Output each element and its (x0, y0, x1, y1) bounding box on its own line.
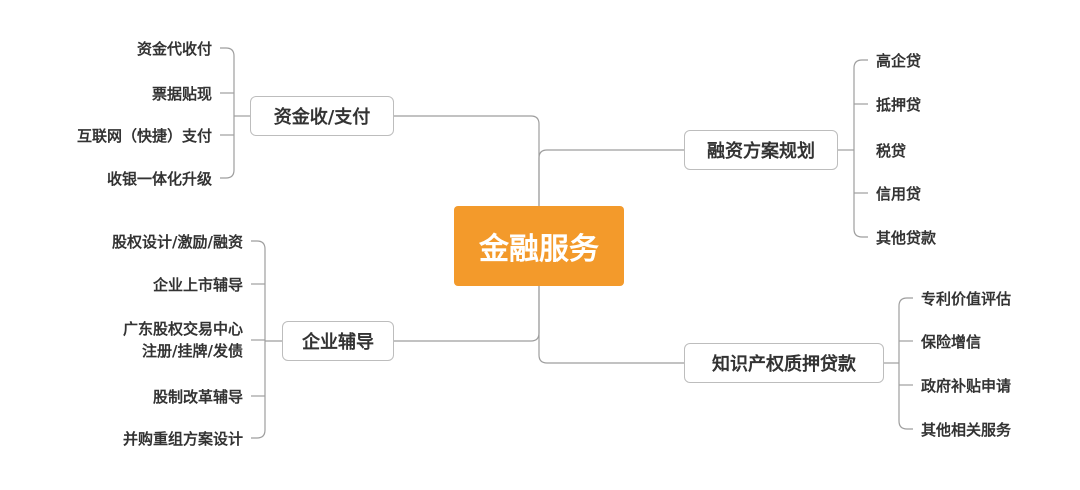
leaf-fund-1[interactable]: 资金代收付 (136, 39, 212, 58)
connector-ip-bracket (898, 297, 913, 430)
branch-enterprise-guidance[interactable]: 企业辅导 (282, 321, 394, 361)
leaf-guide-3-line-2: 注册/挂牌/发债 (142, 342, 243, 360)
root-node[interactable]: 金融服务 (454, 206, 624, 286)
branch-financing-plan[interactable]: 融资方案规划 (684, 130, 838, 170)
connector-root-guide (394, 286, 540, 342)
leaf-finance-2[interactable]: 抵押贷 (876, 95, 922, 114)
leaf-guide-3-line-1: 广东股权交易中心 (122, 320, 243, 338)
leaf-finance-3[interactable]: 税贷 (876, 141, 907, 160)
leaf-guide-5[interactable]: 并购重组方案设计 (122, 429, 243, 448)
leaf-ip-4[interactable]: 其他相关服务 (921, 420, 1012, 439)
leaf-ip-2[interactable]: 保险增信 (921, 332, 982, 351)
connector-finance-bracket (853, 59, 868, 238)
leaf-fund-2[interactable]: 票据贴现 (151, 84, 212, 103)
leaf-fund-3[interactable]: 互联网（快捷）支付 (76, 126, 212, 145)
leaf-ip-1[interactable]: 专利价值评估 (921, 289, 1012, 308)
connector-root-ip (538, 286, 684, 364)
connector-fund-bracket (220, 47, 235, 179)
branch-ip-pledge-loan[interactable]: 知识产权质押贷款 (684, 343, 884, 383)
leaf-finance-1[interactable]: 高企贷 (876, 51, 922, 70)
branch-fund-payment[interactable]: 资金收/支付 (250, 96, 394, 136)
leaf-guide-4[interactable]: 股制改革辅导 (152, 387, 243, 406)
leaf-fund-4[interactable]: 收银一体化升级 (106, 169, 212, 188)
leaf-finance-5[interactable]: 其他贷款 (876, 228, 937, 247)
connector-root-finance (538, 149, 684, 206)
leaf-guide-1[interactable]: 股权设计/激励/融资 (112, 232, 243, 251)
leaf-guide-3[interactable]: 广东股权交易中心 注册/挂牌/发债 (40, 316, 243, 364)
leaf-ip-3[interactable]: 政府补贴申请 (921, 376, 1012, 395)
connector-root-fund (394, 115, 540, 206)
leaf-guide-2[interactable]: 企业上市辅导 (152, 275, 243, 294)
leaf-finance-4[interactable]: 信用贷 (876, 184, 922, 203)
